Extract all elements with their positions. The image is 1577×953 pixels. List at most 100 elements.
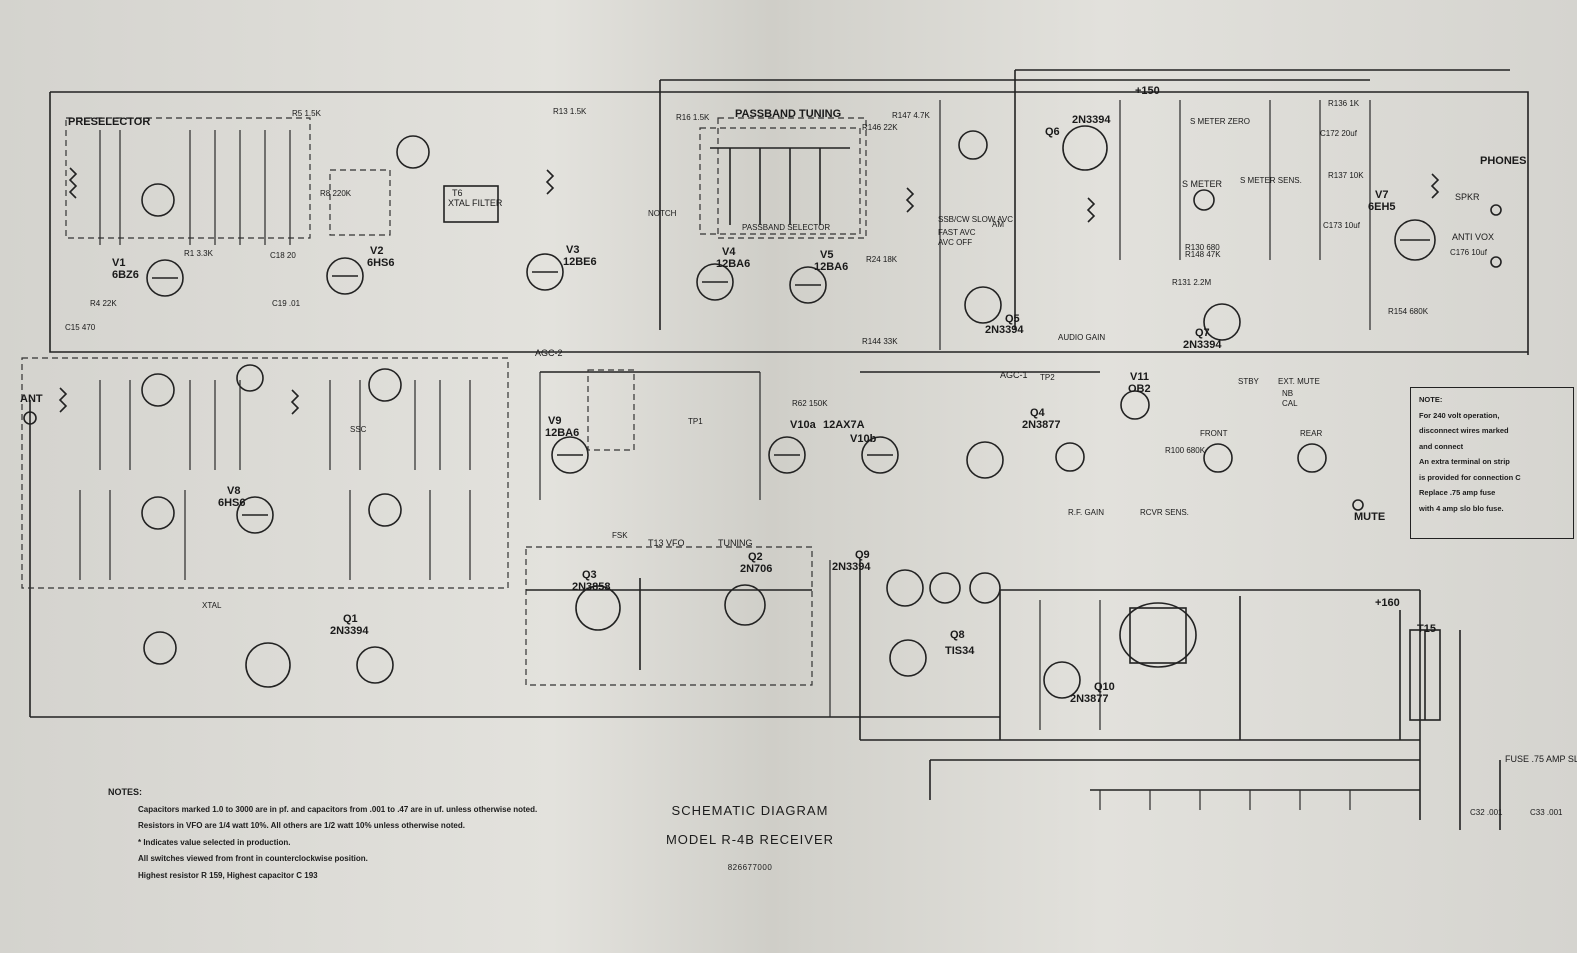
q5-ref: Q5 bbox=[1005, 313, 1020, 325]
tube-ic2 bbox=[969, 572, 1001, 604]
switch-s5d bbox=[368, 493, 402, 527]
resistor-label: R16 1.5K bbox=[676, 113, 710, 122]
v3-ref: V3 bbox=[566, 244, 579, 256]
fsk-label: FSK bbox=[612, 531, 628, 540]
note-item: * Indicates value selected in production… bbox=[138, 837, 291, 847]
title-block: SCHEMATIC DIAGRAM MODEL R-4B RECEIVER 82… bbox=[600, 803, 900, 872]
tube-v2 bbox=[326, 257, 364, 295]
resistor-label: R13 1.5K bbox=[553, 107, 587, 116]
front-label: FRONT bbox=[1200, 429, 1228, 438]
anti-vox-label: ANTI VOX bbox=[1452, 232, 1494, 242]
v8-ref: V8 bbox=[227, 485, 240, 497]
voltage-note-line: with 4 amp slo blo fuse. bbox=[1419, 503, 1504, 513]
voltage-note-line: is provided for connection C bbox=[1419, 472, 1521, 482]
s-meter-label: S METER bbox=[1182, 179, 1223, 189]
resistor-label: R148 47K bbox=[1185, 250, 1221, 259]
v7-ref: V7 bbox=[1375, 189, 1388, 201]
capacitor-label: C172 20uf bbox=[1320, 129, 1358, 138]
switch-s5b bbox=[141, 183, 175, 217]
note-item: Resistors in VFO are 1/4 watt 10%. All o… bbox=[138, 821, 465, 830]
resistor-label: R4 22K bbox=[90, 299, 117, 308]
speaker-front-icon bbox=[1203, 443, 1233, 473]
fast-avc-label: FAST AVC bbox=[938, 228, 976, 237]
s-meter-zero-label: S METER ZERO bbox=[1190, 117, 1250, 126]
t6-label: T6 bbox=[452, 188, 463, 198]
tube-v4 bbox=[696, 263, 734, 301]
note-item: Capacitors marked 1.0 to 3000 are in pf.… bbox=[138, 804, 538, 814]
q3-ref: Q3 bbox=[582, 569, 597, 581]
transistor-q6 bbox=[1062, 125, 1108, 171]
q2-ref: Q2 bbox=[748, 551, 763, 563]
transistor-q7 bbox=[1203, 303, 1241, 341]
notes-block: NOTES: Capacitors marked 1.0 to 3000 are… bbox=[108, 784, 628, 884]
passband-selector-label: PASSBAND SELECTOR bbox=[742, 223, 830, 232]
tube-v8 bbox=[236, 496, 274, 534]
voltage-note-box: NOTE: For 240 volt operation, disconnect… bbox=[1410, 387, 1574, 539]
circled-marker bbox=[236, 364, 264, 392]
tube-v10b bbox=[861, 436, 899, 474]
q7-type: 2N3394 bbox=[1183, 339, 1222, 351]
am-label: AM bbox=[992, 220, 1004, 229]
switch-s5c bbox=[368, 368, 402, 402]
model-title: MODEL R-4B RECEIVER bbox=[665, 832, 835, 847]
b-plus-label: +150 bbox=[1135, 85, 1160, 97]
resistor-label: R24 18K bbox=[866, 255, 898, 264]
relay-k1 bbox=[1119, 602, 1197, 668]
resistor-label: R144 33K bbox=[862, 337, 898, 346]
v4-ref: V4 bbox=[722, 246, 736, 258]
jack-j2 bbox=[1490, 204, 1502, 216]
v8-type: 6HS6 bbox=[218, 497, 246, 509]
transistor-q1 bbox=[356, 646, 394, 684]
transistor-q8 bbox=[889, 639, 927, 677]
v5-ref: V5 bbox=[820, 249, 833, 261]
capacitor-label: C32 .001 bbox=[1470, 808, 1503, 817]
q7-ref: Q7 bbox=[1195, 327, 1210, 339]
q6-ref: Q6 bbox=[1045, 126, 1060, 138]
rcvr-sens-label: RCVR SENS. bbox=[1140, 508, 1189, 517]
resistor-label: R8 220K bbox=[320, 189, 352, 198]
note-item: All switches viewed from front in counte… bbox=[138, 854, 368, 863]
rear-label: REAR bbox=[1300, 429, 1322, 438]
resistor-label: R62 150K bbox=[792, 399, 828, 408]
voltage-note-line: disconnect wires marked bbox=[1419, 426, 1509, 435]
passband-tuning-label: PASSBAND TUNING bbox=[735, 108, 841, 120]
q9-type: 2N3394 bbox=[832, 561, 871, 573]
v9-type: 12BA6 bbox=[545, 427, 579, 439]
resistor-label: R100 680K bbox=[1165, 446, 1206, 455]
v10a-type: 12AX7A bbox=[823, 419, 865, 431]
capacitor-label: C19 .01 bbox=[272, 299, 301, 308]
transistor-q3 bbox=[575, 585, 621, 631]
note-item: Highest resistor R 159, Highest capacito… bbox=[138, 870, 318, 880]
capacitor-label: C173 10uf bbox=[1323, 221, 1361, 230]
tube-ic1 bbox=[929, 572, 961, 604]
jack-j4 bbox=[23, 411, 37, 425]
phones-label: PHONES bbox=[1480, 155, 1526, 167]
drawing-number: 826677000 bbox=[727, 863, 773, 872]
spkr-label: SPKR bbox=[1455, 192, 1480, 202]
resistor-label: R136 1K bbox=[1328, 99, 1360, 108]
switch-s2-front bbox=[1055, 442, 1085, 472]
q8-ref: Q8 bbox=[950, 629, 965, 641]
preselector-label: PRESELECTOR bbox=[68, 116, 150, 128]
q1-type: 2N3394 bbox=[330, 625, 369, 637]
v9-ref: V9 bbox=[548, 415, 561, 427]
jack-j5 bbox=[1490, 256, 1502, 268]
voltage-note-line: For 240 volt operation, bbox=[1419, 410, 1500, 420]
transistor-q9 bbox=[886, 569, 924, 607]
t15-label: T15 bbox=[1417, 623, 1436, 635]
ext-mute-label: EXT. MUTE bbox=[1278, 377, 1320, 386]
rf-gain-label: R.F. GAIN bbox=[1068, 508, 1104, 517]
ssb-cw-label: SSB/CW SLOW AVC bbox=[938, 215, 1013, 224]
capacitor-label: C33 .001 bbox=[1530, 808, 1563, 817]
switch-s2-rear bbox=[958, 130, 988, 160]
cal-label: CAL bbox=[1282, 399, 1298, 408]
diagram-title: SCHEMATIC DIAGRAM bbox=[671, 803, 829, 818]
vfo-label: T13 VFO bbox=[648, 538, 685, 548]
voltage-note-line: and connect bbox=[1419, 441, 1464, 451]
s-meter-icon bbox=[1193, 189, 1215, 211]
v10b-ref: V10b bbox=[850, 433, 877, 445]
v10a-ref: V10a bbox=[790, 419, 817, 431]
agc1-label: AGC-1 bbox=[1000, 370, 1028, 380]
q10-ref: Q10 bbox=[1094, 681, 1115, 693]
